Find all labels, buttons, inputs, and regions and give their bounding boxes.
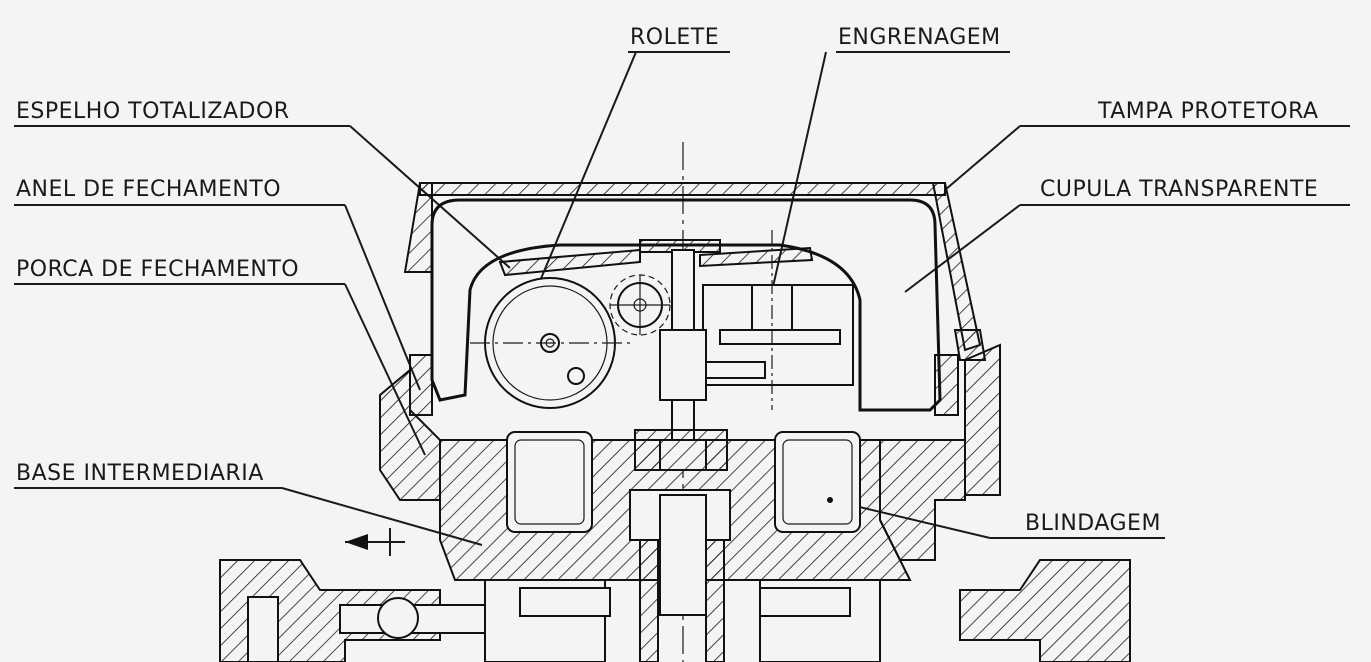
- label-cupula-transparente: CUPULA TRANSPARENTE: [1040, 177, 1318, 202]
- rolete-part: [470, 277, 630, 409]
- engrenagem-train-part: [702, 230, 854, 410]
- label-rolete: ROLETE: [630, 25, 719, 50]
- label-base-intermediaria: BASE INTERMEDIARIA: [16, 461, 264, 486]
- label-espelho-totalizador: ESPELHO TOTALIZADOR: [16, 99, 290, 124]
- anel-de-fechamento-part: [409, 329, 987, 416]
- label-porca-de-fechamento: PORCA DE FECHAMENTO: [16, 257, 299, 282]
- label-anel-de-fechamento: ANEL DE FECHAMENTO: [16, 177, 281, 202]
- label-tampa-protetora: TAMPA PROTETORA: [1097, 99, 1319, 124]
- label-blindagem: BLINDAGEM: [1025, 511, 1161, 536]
- base-intermediaria-part: [439, 431, 912, 616]
- engrenagem-gear-part: [609, 274, 671, 336]
- lower-body-part: [219, 539, 1131, 662]
- blindagem-marker: [827, 497, 833, 503]
- espelho-totalizador-part: [498, 248, 641, 277]
- label-engrenagem: ENGRENAGEM: [838, 25, 1001, 50]
- section-marker-icon: [345, 528, 405, 556]
- cupula-transparente-part: [430, 198, 942, 412]
